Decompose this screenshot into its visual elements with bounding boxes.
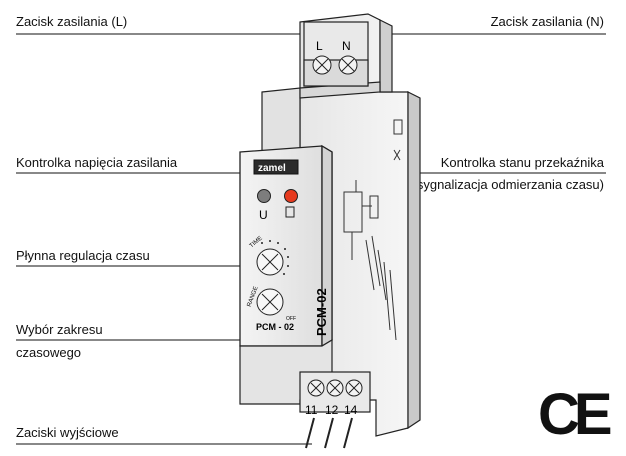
led-u-text: U bbox=[259, 208, 268, 222]
label-output-terminals: Zaciski wyjściowe bbox=[16, 425, 119, 440]
brand-text: zamel bbox=[258, 163, 286, 174]
terminal-11-text: 11 bbox=[305, 403, 318, 417]
brand-badge bbox=[253, 159, 299, 175]
label-range-select-line2: czasowego bbox=[16, 345, 82, 360]
terminal-l-text: L bbox=[316, 39, 323, 53]
ce-mark: CE bbox=[538, 382, 613, 447]
label-relay-indicator: Kontrolka stanu przekaźnika bbox=[440, 155, 604, 170]
time-knob bbox=[256, 248, 284, 276]
model-front-text: PCM - 02 bbox=[256, 322, 294, 332]
range-off-text: OFF bbox=[286, 316, 296, 322]
range-knob bbox=[256, 288, 284, 316]
terminal-n-text: N bbox=[342, 39, 351, 53]
terminal-12-text: 12 bbox=[325, 403, 339, 417]
relay-symbol-icon bbox=[285, 206, 295, 218]
terminal-14-text: 14 bbox=[344, 403, 358, 417]
label-time-adjust: Płynna regulacja czasu bbox=[16, 248, 150, 263]
side-print bbox=[343, 119, 403, 341]
model-side-text: PCM-02 bbox=[314, 288, 329, 336]
output-wires bbox=[305, 417, 353, 449]
label-supply-terminal-l: Zacisk zasilania (L) bbox=[16, 14, 128, 29]
relay-led bbox=[284, 189, 298, 203]
label-supply-indicator: Kontrolka napięcia zasilania bbox=[16, 155, 178, 170]
supply-led bbox=[257, 189, 271, 203]
time-scale-ticks bbox=[261, 240, 289, 275]
label-relay-indicator-note: (sygnalizacja odmierzania czasu) bbox=[412, 177, 604, 192]
bottom-terminal-screws bbox=[307, 379, 363, 397]
label-supply-terminal-n: Zacisk zasilania (N) bbox=[490, 14, 604, 29]
top-terminal-screws bbox=[312, 55, 358, 75]
label-range-select-line1: Wybór zakresu bbox=[16, 322, 103, 337]
